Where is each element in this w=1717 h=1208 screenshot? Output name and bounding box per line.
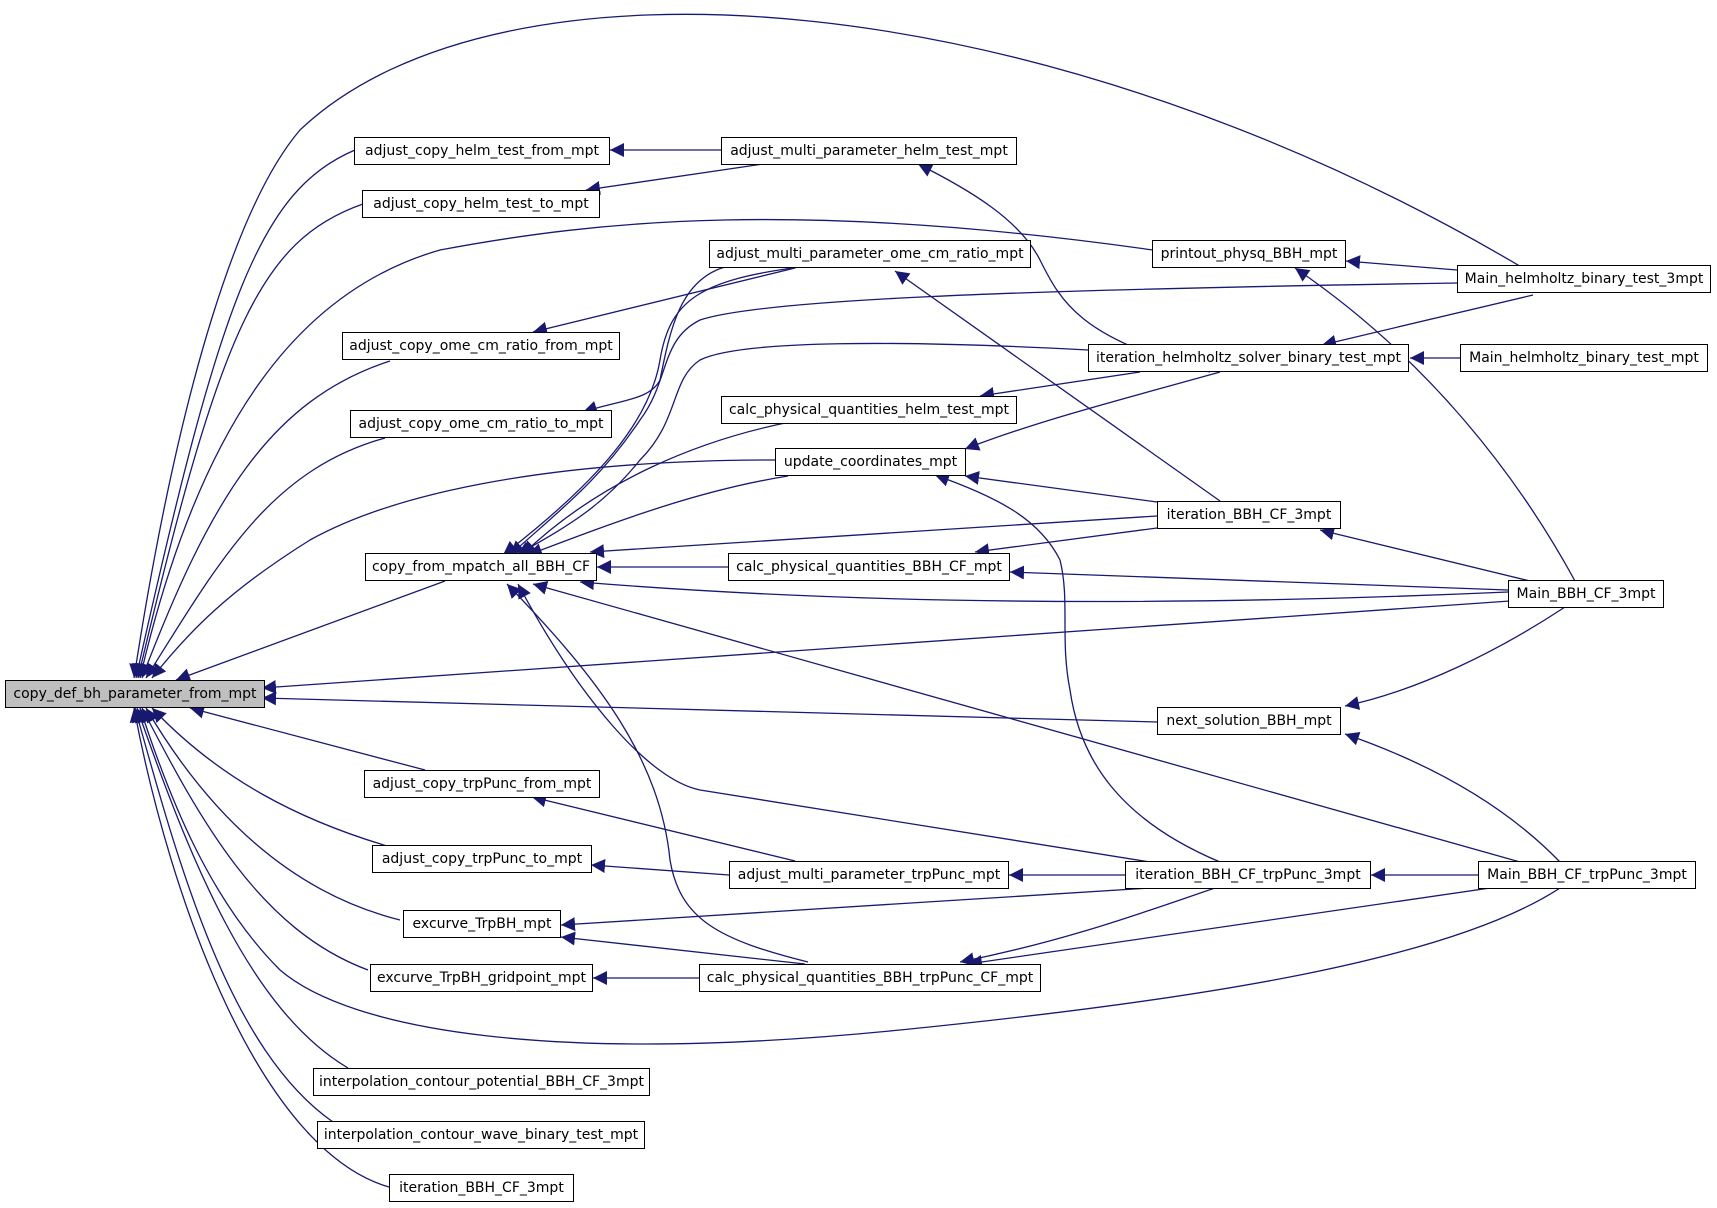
edge-amp_ome-to-acocr_from bbox=[532, 267, 796, 336]
edge-iter_bbh_l-to-root bbox=[129, 707, 390, 1188]
edge-iter_trp-to-copy_mpatch bbox=[517, 583, 1151, 863]
edge-main_bbh-to-iter_bbh_r bbox=[1319, 526, 1531, 582]
edge-main_bbh-to-next_sol bbox=[1344, 606, 1566, 710]
node-excurve-trpbh-gridpoint-mpt[interactable]: excurve_TrpBH_gridpoint_mpt bbox=[370, 964, 593, 992]
node-next-solution-bbh-mpt[interactable]: next_solution_BBH_mpt bbox=[1157, 707, 1341, 735]
node-interpolation-contour-wave-binary-test-mpt[interactable]: interpolation_contour_wave_binary_test_m… bbox=[317, 1121, 645, 1149]
edge-iter_bbh_r-to-calc_bbh bbox=[974, 527, 1158, 558]
edge-calc_trp-to-copy_mpatch bbox=[506, 583, 809, 963]
node-interpolation-contour-potential-bbh-cf-3mpt[interactable]: interpolation_contour_potential_BBH_CF_3… bbox=[313, 1068, 650, 1096]
node-main-bbh-cf-3mpt[interactable]: Main_BBH_CF_3mpt bbox=[1508, 580, 1664, 608]
edge-main_trp-to-calc_trp bbox=[967, 887, 1491, 969]
edge-excurve_gp-to-root bbox=[141, 707, 369, 971]
node-adjust-copy-trppunc-from-mpt[interactable]: adjust_copy_trpPunc_from_mpt bbox=[364, 770, 600, 798]
node-adjust-copy-helm-test-to-mpt[interactable]: adjust_copy_helm_test_to_mpt bbox=[362, 190, 600, 218]
edge-copy_mpatch-to-root bbox=[175, 580, 446, 682]
node-main-helmholtz-binary-test-mpt[interactable]: Main_helmholtz_binary_test_mpt bbox=[1460, 344, 1708, 372]
edge-actp_from-to-root bbox=[189, 704, 426, 771]
edge-iter_bbh_r-to-update_coord bbox=[964, 470, 1158, 503]
node-main-helmholtz-binary-test-3mpt[interactable]: Main_helmholtz_binary_test_3mpt bbox=[1457, 265, 1711, 293]
node-calc-physical-quantities-helm-test-mpt[interactable]: calc_physical_quantities_helm_test_mpt bbox=[721, 396, 1017, 424]
edge-iter_helm-to-amp_helm bbox=[917, 163, 1211, 373]
edge-calc_helm-to-copy_mpatch bbox=[521, 421, 791, 556]
edge-main_bbh-to-printout bbox=[1294, 267, 1576, 582]
edge-main_trp-to-root bbox=[137, 707, 1561, 1045]
edge-amp_trp-to-actp_from bbox=[531, 793, 796, 862]
node-calc-physical-quantities-bbh-trppunc-cf-mpt[interactable]: calc_physical_quantities_BBH_trpPunc_CF_… bbox=[699, 964, 1041, 992]
node-iteration-bbh-cf-trppunc-3mpt[interactable]: iteration_BBH_CF_trpPunc_3mpt bbox=[1125, 861, 1371, 889]
edge-main_helm3-to-printout bbox=[1345, 255, 1458, 271]
edge-amp_helm-to-acht_to bbox=[585, 162, 771, 195]
edge-main_bbh-to-root bbox=[261, 600, 1511, 695]
edge-amp_trp-to-actp_to bbox=[590, 859, 730, 876]
node-adjust-copy-ome-cm-ratio-from-mpt[interactable]: adjust_copy_ome_cm_ratio_from_mpt bbox=[342, 332, 620, 360]
edge-main_trp-to-next_sol bbox=[1344, 731, 1561, 863]
edge-iter_helm-to-copy_mpatch bbox=[516, 342, 1089, 556]
node-adjust-copy-trppunc-to-mpt[interactable]: adjust_copy_trpPunc_to_mpt bbox=[372, 845, 592, 873]
edge-main_bbh-to-calc_bbh bbox=[1009, 565, 1509, 591]
edge-excurve-to-root bbox=[145, 707, 401, 921]
edge-main_bbh-to-copy_mpatch bbox=[579, 576, 1509, 603]
edge-iter_bbh_r-to-amp_ome bbox=[894, 270, 1221, 502]
edge-iter_helm-to-update_coord bbox=[964, 371, 1221, 451]
edge-iter_trp-to-excurve bbox=[560, 887, 1151, 932]
edge-interp_wave-to-root bbox=[132, 707, 334, 1123]
node-main-bbh-cf-trppunc-3mpt[interactable]: Main_BBH_CF_trpPunc_3mpt bbox=[1478, 861, 1696, 889]
edge-main_trp-to-copy_mpatch bbox=[532, 581, 1521, 863]
edge-iter_trp-to-calc_trp bbox=[959, 887, 1216, 967]
edge-amp_ome-to-acocr_to bbox=[582, 266, 726, 415]
edge-calc_trp-to-excurve bbox=[560, 931, 806, 965]
node-calc-physical-quantities-bbh-cf-mpt[interactable]: calc_physical_quantities_BBH_CF_mpt bbox=[728, 553, 1010, 581]
node-printout-physq-bbh-mpt[interactable]: printout_physq_BBH_mpt bbox=[1152, 240, 1346, 268]
edge-main_helm3-to-root bbox=[129, 13, 1544, 679]
edge-interp_pot-to-root bbox=[135, 707, 349, 1069]
edge-actp_to-to-root bbox=[151, 707, 388, 847]
edge-update_coord-to-root bbox=[151, 459, 776, 679]
node-iteration-helmholtz-solver-binary-test-mpt[interactable]: iteration_helmholtz_solver_binary_test_m… bbox=[1088, 344, 1409, 372]
edge-amp_ome-to-copy_mpatch bbox=[502, 266, 801, 556]
node-iteration-bbh-cf-3mpt-right[interactable]: iteration_BBH_CF_3mpt bbox=[1157, 501, 1341, 529]
edge-iter_bbh_r-to-copy_mpatch bbox=[589, 515, 1158, 559]
edge-update_coord-to-copy_mpatch bbox=[527, 475, 789, 557]
edge-next_sol-to-root bbox=[261, 691, 1158, 723]
edge-main_helm3-to-copy_mpatch bbox=[509, 282, 1458, 556]
edge-iter_helm-to-calc_helm bbox=[979, 371, 1141, 401]
node-adjust-multi-parameter-trppunc-mpt[interactable]: adjust_multi_parameter_trpPunc_mpt bbox=[729, 861, 1009, 889]
edge-acocr_from-to-root bbox=[140, 360, 391, 679]
node-copy-def-bh-parameter-from-mpt[interactable]: copy_def_bh_parameter_from_mpt bbox=[5, 680, 265, 708]
node-iteration-bbh-cf-3mpt-left[interactable]: iteration_BBH_CF_3mpt bbox=[389, 1174, 574, 1202]
node-update-coordinates-mpt[interactable]: update_coordinates_mpt bbox=[775, 448, 966, 476]
edge-iter_trp-to-update_coord bbox=[934, 473, 1221, 863]
node-adjust-copy-ome-cm-ratio-to-mpt[interactable]: adjust_copy_ome_cm_ratio_to_mpt bbox=[350, 410, 612, 438]
node-excurve-trpbh-mpt[interactable]: excurve_TrpBH_mpt bbox=[403, 910, 561, 938]
node-adjust-multi-parameter-ome-cm-ratio-mpt[interactable]: adjust_multi_parameter_ome_cm_ratio_mpt bbox=[709, 240, 1031, 268]
node-adjust-copy-helm-test-from-mpt[interactable]: adjust_copy_helm_test_from_mpt bbox=[354, 137, 610, 165]
edge-acht_to-to-root bbox=[134, 203, 364, 679]
edge-printout-to-root bbox=[136, 218, 1154, 679]
edge-main_helm3-to-iter_helm bbox=[1321, 294, 1534, 349]
node-copy-from-mpatch-all-bbh-cf[interactable]: copy_from_mpatch_all_BBH_CF bbox=[365, 553, 597, 581]
edge-acocr_to-to-root bbox=[145, 437, 386, 679]
edge-acht_from-to-root bbox=[132, 149, 356, 679]
node-adjust-multi-parameter-helm-test-mpt[interactable]: adjust_multi_parameter_helm_test_mpt bbox=[721, 137, 1017, 165]
